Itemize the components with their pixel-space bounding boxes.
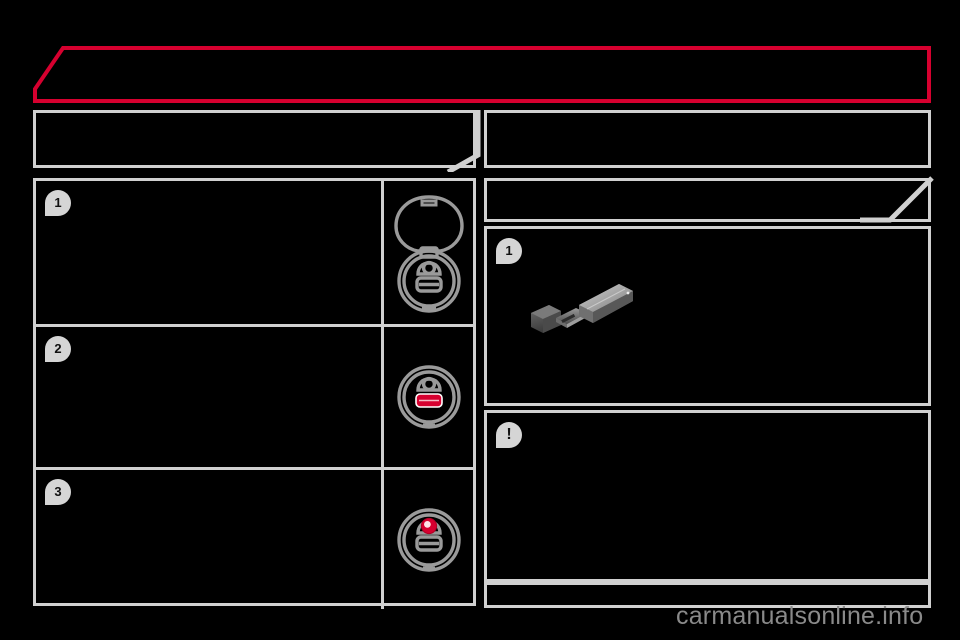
right-section-header	[484, 178, 931, 222]
power-socket-red-bar-icon	[396, 365, 461, 429]
site-watermark: carmanualsonline.info	[676, 602, 924, 630]
power-socket-red-light-icon	[396, 507, 461, 572]
usb-body	[579, 284, 633, 323]
step-badge: 3	[45, 479, 71, 505]
table-cell-description: 3	[36, 470, 381, 609]
step-badge: 1	[45, 190, 71, 216]
table-row: 3	[36, 467, 473, 609]
header-left-box	[33, 110, 476, 168]
right-warning-panel: !	[484, 410, 931, 582]
warning-badge: !	[496, 422, 522, 448]
red-title-banner	[33, 45, 931, 103]
right-header-notch-icon	[860, 176, 935, 226]
right-step-panel: 1	[484, 226, 931, 406]
right-footer-panel	[484, 582, 931, 608]
power-socket-open-cover-icon	[393, 194, 464, 313]
table-cell-description: 1	[36, 181, 381, 324]
table-cell-illustration	[381, 327, 473, 467]
step-badge: 1	[496, 238, 522, 264]
table-cell-illustration	[381, 181, 473, 324]
usb-cap	[531, 305, 561, 333]
usb-flash-drive-photo	[527, 279, 637, 341]
table-cell-illustration	[381, 470, 473, 609]
header-right-box	[484, 110, 931, 168]
header-divider-notch-icon	[420, 110, 490, 175]
table-row: 2	[36, 324, 473, 467]
step-badge: 2	[45, 336, 71, 362]
left-specification-table: 1	[33, 178, 476, 609]
table-row: 1	[36, 181, 473, 324]
table-cell-description: 2	[36, 327, 381, 467]
